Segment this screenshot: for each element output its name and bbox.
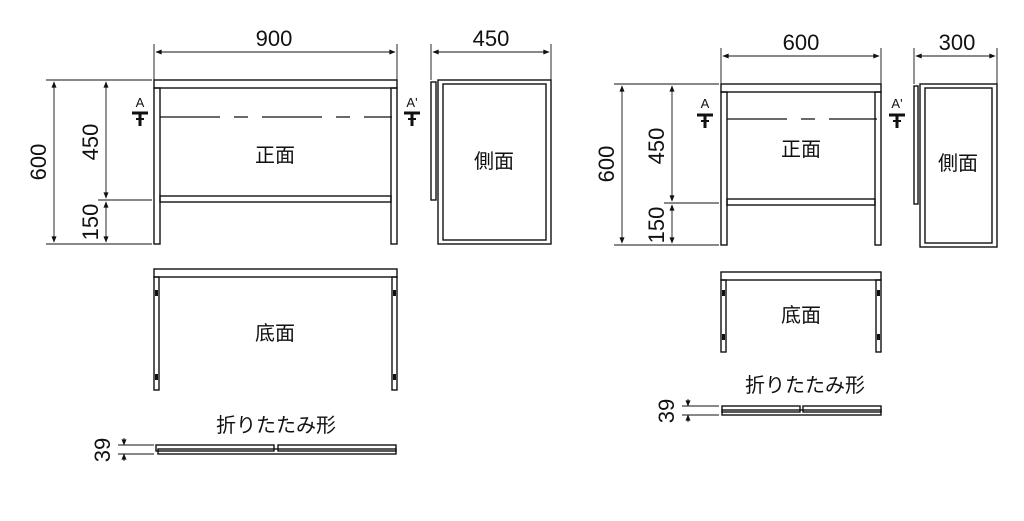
- left-side-view: 側面: [430, 79, 552, 245]
- right-section-a-label: A: [701, 96, 710, 111]
- left-bottom-view: 底面: [153, 268, 398, 391]
- right-section-marker-a2: A': [889, 96, 905, 128]
- right-front-view: A A' 正面: [697, 83, 905, 246]
- right-bottom-view: 底面: [720, 271, 882, 353]
- right-lower-dimension: 150: [644, 204, 675, 244]
- right-upper-label: 450: [644, 128, 669, 165]
- left-depth-label: 450: [473, 26, 510, 51]
- left-fold-dimension-label: 39: [90, 438, 115, 462]
- left-bottom-label: 底面: [255, 321, 295, 345]
- left-side-label: 側面: [474, 149, 514, 173]
- left-width-dimension: 900: [153, 26, 398, 80]
- left-folded-view: 折りたたみ形 39: [90, 413, 397, 462]
- left-section-a-label: A: [136, 95, 145, 110]
- left-section-marker-a2: A': [404, 95, 420, 126]
- right-front-label: 正面: [781, 137, 821, 161]
- left-drawing-set: 900 450 600 450 150: [26, 26, 552, 462]
- left-lower-label: 150: [78, 204, 103, 241]
- right-section-a2-label: A': [891, 96, 902, 111]
- left-width-label: 900: [256, 26, 293, 51]
- left-front-label: 正面: [255, 143, 295, 167]
- right-side-view: 側面: [913, 83, 998, 248]
- left-height-dimension: 600: [26, 79, 152, 245]
- left-front-view: A A' 正面: [132, 79, 420, 245]
- right-drawing-set: 600 300 600 450 150: [594, 30, 998, 423]
- right-depth-dimension: 300: [913, 30, 998, 84]
- right-width-dimension: 600: [720, 30, 882, 84]
- left-upper-dimension: 450: [78, 81, 152, 201]
- right-width-label: 600: [783, 30, 820, 55]
- right-section-marker-a: A: [697, 96, 713, 128]
- right-folded-label: 折りたたみ形: [745, 373, 865, 397]
- left-section-a2-label: A': [406, 95, 417, 110]
- left-section-marker-a: A: [132, 95, 148, 126]
- right-upper-dimension: 450: [644, 85, 719, 204]
- left-folded-label: 折りたたみ形: [216, 413, 336, 437]
- left-upper-label: 450: [78, 124, 103, 161]
- left-height-label: 600: [26, 144, 51, 181]
- right-height-label: 600: [594, 146, 619, 183]
- right-bottom-label: 底面: [781, 303, 821, 327]
- right-depth-label: 300: [939, 30, 976, 55]
- left-lower-dimension: 150: [78, 201, 109, 243]
- right-folded-view: 折りたたみ形 39: [654, 373, 882, 423]
- right-height-dimension: 600: [594, 83, 719, 246]
- left-depth-dimension: 450: [430, 26, 552, 80]
- right-lower-label: 150: [644, 207, 669, 244]
- right-side-label: 側面: [938, 151, 978, 175]
- right-fold-dimension-label: 39: [654, 399, 679, 423]
